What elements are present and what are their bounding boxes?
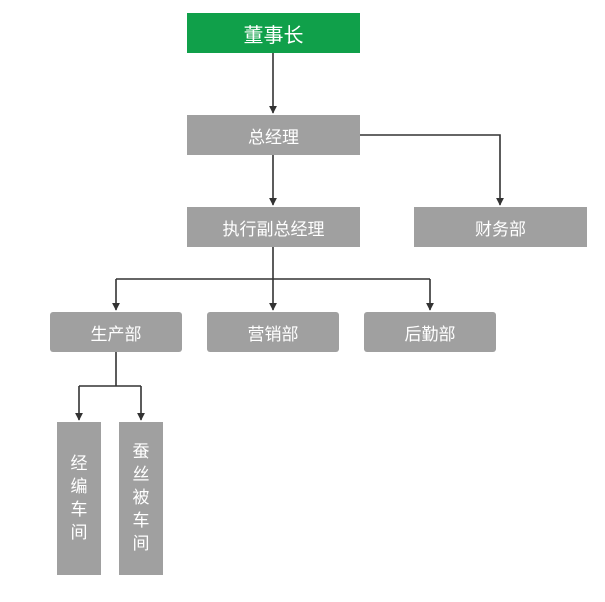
vertical-char: 车 [132, 511, 150, 531]
edge-gm-finance [360, 134, 504, 206]
node-silk-quilt-workshop: 蚕丝被车间 [119, 422, 163, 575]
vertical-char: 被 [132, 488, 150, 508]
vertical-char: 间 [132, 534, 150, 554]
vertical-char: 间 [70, 522, 88, 543]
vertical-char: 车 [70, 499, 88, 520]
node-marketing-department: 营销部 [207, 312, 339, 352]
vertical-char: 蚕 [132, 442, 150, 462]
node-general-manager: 总经理 [187, 115, 360, 155]
node-warp-knitting-workshop: 经编车间 [57, 422, 101, 575]
node-logistics-department: 后勤部 [364, 312, 496, 352]
node-chairman: 董事长 [187, 13, 360, 53]
node-finance-department: 财务部 [414, 207, 587, 247]
node-executive-vice-general-manager: 执行副总经理 [187, 207, 360, 247]
node-production-department: 生产部 [50, 312, 182, 352]
vertical-char: 编 [70, 476, 88, 497]
vertical-char: 经 [70, 453, 88, 474]
vertical-char: 丝 [132, 465, 150, 485]
